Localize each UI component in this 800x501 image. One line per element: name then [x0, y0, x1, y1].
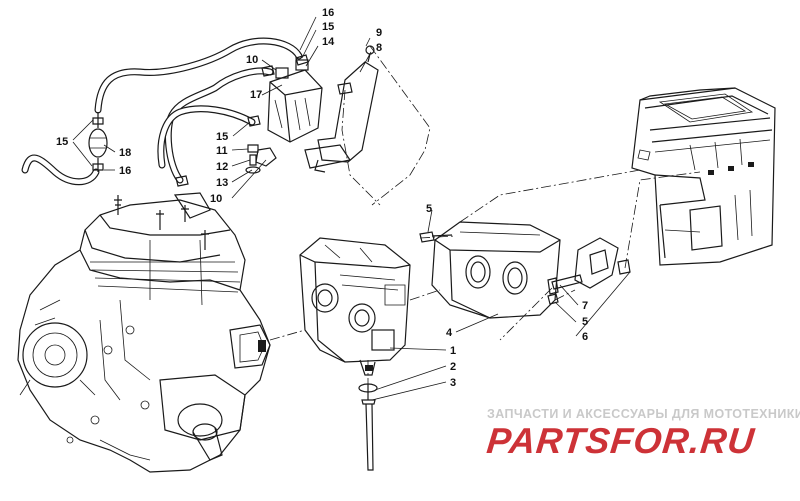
fuel-pump-bracket: [304, 45, 379, 173]
callout-10-top: 10: [246, 54, 258, 66]
callout-5-right: 5: [582, 316, 588, 328]
callout-11: 11: [216, 145, 228, 157]
intake-adapter: [431, 221, 561, 319]
callout-6: 6: [582, 331, 588, 343]
air-silencer-box: [631, 87, 776, 266]
callout-15-mid: 15: [216, 131, 228, 143]
callout-3: 3: [450, 377, 456, 389]
callout-2: 2: [450, 361, 456, 373]
callout-18: 18: [119, 147, 131, 159]
pulse-fitting-stack: [245, 144, 277, 174]
drain-screw-and-tube: [358, 383, 378, 471]
callout-16-left: 16: [119, 165, 131, 177]
callout-17: 17: [250, 89, 262, 101]
callout-14: 14: [322, 36, 335, 48]
assembly-centerlines: [269, 45, 701, 384]
callout-8: 8: [376, 42, 382, 54]
callout-12: 12: [216, 161, 228, 173]
watermark-caption: ЗАПЧАСТИ И АКСЕССУАРЫ ДЛЯ МОТОТЕХНИКИ: [487, 407, 800, 421]
callout-5-top: 5: [426, 203, 432, 215]
leader-lines: [72, 16, 631, 401]
callout-16-top: 16: [322, 7, 334, 19]
mounting-bracket: [547, 237, 631, 305]
callout-9: 9: [376, 27, 382, 39]
callout-4: 4: [446, 327, 453, 339]
engine-block: [17, 192, 271, 473]
callout-labels: 16 15 14 9 8 10 17 15 15 18 16 11 12 13 …: [56, 7, 588, 389]
callout-15-left: 15: [56, 136, 68, 148]
callout-1: 1: [450, 345, 456, 357]
watermark-logo: PARTSFOR.RU: [484, 420, 757, 461]
carburetor-assembly: [299, 237, 411, 376]
callout-15-top: 15: [322, 21, 334, 33]
callout-10-mid: 10: [210, 193, 222, 205]
fuel-lines: [21, 37, 303, 186]
callout-13: 13: [216, 177, 228, 189]
callout-7: 7: [582, 300, 588, 312]
screw-5-top: [419, 231, 453, 243]
fuel-pump: [267, 59, 323, 143]
